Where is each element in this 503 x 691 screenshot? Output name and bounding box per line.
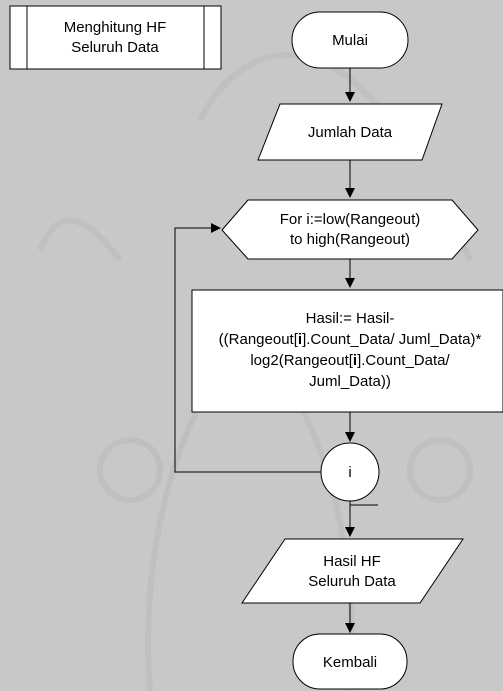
process-line3: log2(Rangeout[i].Count_Data/ [250, 352, 450, 369]
process-line1: Hasil:= Hasil- [306, 310, 395, 327]
loop-preparation-shape: For i:=low(Rangeout) to high(Rangeout) [221, 199, 479, 260]
subroutine-title-line1: Menghitung HF [64, 19, 167, 36]
output-data-shape: Hasil HF Seluruh Data [241, 538, 464, 604]
start-terminator: Mulai [291, 11, 409, 69]
loop-label-line2: to high(Rangeout) [290, 231, 410, 248]
process-line4: Juml_Data)) [309, 373, 391, 390]
loop-label-line1: For i:=low(Rangeout) [280, 211, 420, 228]
end-label: Kembali [323, 654, 377, 671]
input-label: Jumlah Data [308, 124, 393, 141]
output-label-line1: Hasil HF [323, 553, 381, 570]
subroutine-title-line2: Seluruh Data [71, 39, 159, 56]
subroutine-box: Menghitung HF Seluruh Data [9, 5, 222, 70]
input-data-shape: Jumlah Data [257, 103, 443, 161]
output-label-line2: Seluruh Data [308, 573, 396, 590]
connector-label: i [348, 464, 351, 481]
loop-connector: i [320, 442, 380, 502]
process-box: Hasil:= Hasil- ((Rangeout[i].Count_Data/… [191, 289, 503, 413]
process-line2: ((Rangeout[i].Count_Data/ Juml_Data)* [219, 331, 482, 348]
start-label: Mulai [332, 32, 368, 49]
arrow-loop-back [174, 223, 321, 473]
end-terminator: Kembali [292, 633, 408, 690]
